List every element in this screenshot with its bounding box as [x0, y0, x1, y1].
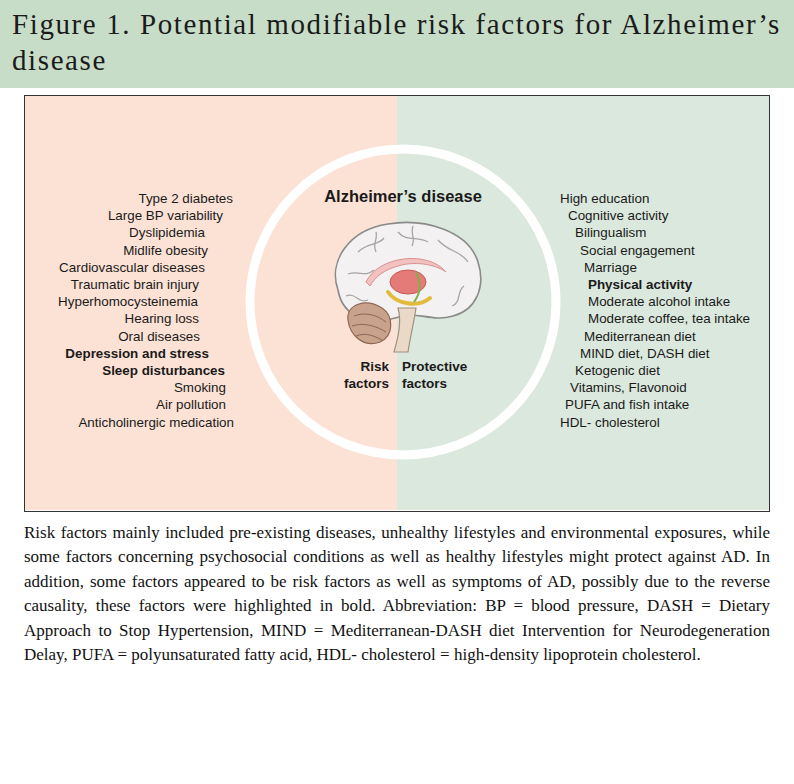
protective-factor: Physical activity — [588, 276, 692, 293]
risk-factor: Depression and stress — [65, 345, 209, 362]
risk-factor: Hearing loss — [125, 310, 199, 327]
figure-caption: Risk factors mainly included pre-existin… — [24, 521, 770, 667]
risk-label: Risk factors — [329, 358, 389, 392]
protective-factor: Vitamins, Flavonoid — [570, 379, 687, 396]
protective-factor: High education — [560, 190, 649, 207]
risk-factor: Anticholinergic medication — [78, 414, 234, 431]
protective-factor: Marriage — [584, 259, 637, 276]
protective-factor: Bilingualism — [575, 224, 646, 241]
figure-title: Figure 1. Potential modifiable risk fact… — [12, 6, 782, 78]
risk-factor: Smoking — [174, 379, 226, 396]
risk-factor: Sleep disturbances — [102, 362, 225, 379]
risk-factor: Hyperhomocysteinemia — [58, 293, 198, 310]
center-circle: Alzheimer’s diseaseRisk factors Protectiv… — [245, 144, 561, 460]
protective-factor: Ketogenic diet — [575, 362, 660, 379]
center-title: Alzheimer’s disease — [265, 188, 541, 205]
risk-factor: Traumatic brain injury — [71, 276, 199, 293]
protective-factor: PUFA and fish intake — [565, 396, 689, 413]
risk-factor: Cardiovascular diseases — [59, 259, 205, 276]
protective-factor: Social engagement — [580, 242, 695, 259]
protective-factor: HDL- cholesterol — [560, 414, 660, 431]
protective-factor: Moderate coffee, tea intake — [588, 310, 750, 327]
protective-factor: Moderate alcohol intake — [588, 293, 730, 310]
protective-label: Protective factors — [402, 358, 484, 392]
risk-factor: Oral diseases — [118, 328, 200, 345]
protective-factor: MIND diet, DASH diet — [580, 345, 709, 362]
risk-factor: Large BP variability — [108, 207, 223, 224]
brain-illustration — [318, 212, 488, 362]
protective-factor: Mediterranean diet — [584, 328, 696, 345]
risk-factor: Midlife obesity — [123, 242, 208, 259]
protective-factor: Cognitive activity — [568, 207, 668, 224]
risk-factor: Air pollution — [156, 396, 226, 413]
risk-factor: Dyslipidemia — [129, 224, 205, 241]
risk-factor: Type 2 diabetes — [138, 190, 233, 207]
